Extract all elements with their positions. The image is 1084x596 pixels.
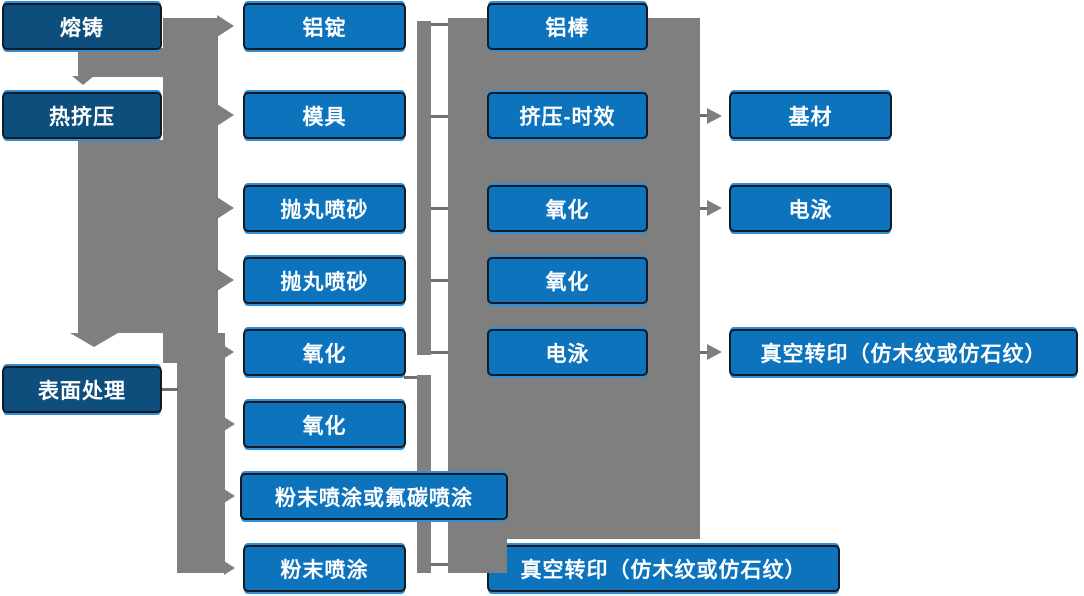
arrow-to-shot-blasting-2-icon xyxy=(217,269,234,291)
arrow-down-to-surface-treatment-icon xyxy=(70,333,118,347)
node-electrophoresis-1: 电泳 xyxy=(487,329,648,376)
connector-tick-row2 xyxy=(431,115,448,118)
node-aluminum-ingot: 铝锭 xyxy=(243,3,406,50)
connector-tick-row1 xyxy=(431,23,448,26)
connector-shaft-casting-to-extrusion xyxy=(78,48,163,77)
node-mold: 模具 xyxy=(243,92,406,139)
arrow-to-shot-blasting-1-icon xyxy=(217,197,234,219)
arrow-to-oxidation-1-icon xyxy=(217,341,234,363)
node-oxidation-4: 氧化 xyxy=(487,257,648,304)
node-powder-or-fluorocarbon-coating: 粉末喷涂或氟碳喷涂 xyxy=(240,473,508,520)
connector-band-extrusion-chain-foot xyxy=(448,539,507,573)
connector-tick-row3 xyxy=(431,207,448,210)
arrow-to-aluminum-ingot-icon xyxy=(217,15,234,37)
node-extrusion-aging: 挤压-时效 xyxy=(487,92,648,139)
node-shot-blasting-1: 抛丸喷砂 xyxy=(243,185,406,232)
connector-tick-row4 xyxy=(431,279,448,282)
connector-tick-row8 xyxy=(431,563,448,566)
connector-band-surface-treatment xyxy=(177,333,225,573)
arrow-to-electrophoresis-icon xyxy=(707,200,722,216)
arrow-to-powder-fluorocarbon-icon xyxy=(224,489,235,503)
node-electrophoresis-2: 电泳 xyxy=(729,185,892,232)
node-oxidation-1: 氧化 xyxy=(243,329,406,376)
connector-shaft-to-vacuum-transfer xyxy=(700,351,708,354)
connector-shaft-extrusion-to-surface xyxy=(78,140,163,333)
node-vacuum-transfer-print-2: 真空转印（仿木纹或仿石纹） xyxy=(729,329,1078,376)
arrow-to-vacuum-transfer-icon xyxy=(707,344,722,360)
connector-tick-row5 xyxy=(431,351,448,354)
connector-shaft-to-electrophoresis xyxy=(700,207,708,210)
connector-bus-upper xyxy=(417,21,431,355)
arrow-to-powder-coating-icon xyxy=(224,561,235,575)
node-oxidation-3: 氧化 xyxy=(487,185,648,232)
arrow-to-oxidation-2-icon xyxy=(224,417,235,431)
node-powder-coating: 粉末喷涂 xyxy=(243,545,406,592)
node-melting-casting: 熔铸 xyxy=(2,3,162,50)
connector-shaft-to-base-material xyxy=(700,114,708,117)
arrow-to-mold-icon xyxy=(217,104,234,126)
arrow-to-base-material-icon xyxy=(707,108,722,124)
connector-band-stages xyxy=(163,18,218,363)
node-shot-blasting-2: 抛丸喷砂 xyxy=(243,257,406,304)
node-oxidation-2: 氧化 xyxy=(243,401,406,448)
node-hot-extrusion: 热挤压 xyxy=(2,92,162,139)
node-vacuum-transfer-print-1: 真空转印（仿木纹或仿石纹） xyxy=(487,545,840,592)
node-base-material: 基材 xyxy=(729,92,892,139)
connector-tick-oxidation-out xyxy=(404,376,417,379)
connector-line-surface-treatment xyxy=(162,388,178,391)
node-aluminum-rod: 铝棒 xyxy=(487,3,648,50)
arrow-down-to-hot-extrusion-icon xyxy=(72,76,94,85)
node-surface-treatment: 表面处理 xyxy=(2,366,162,413)
